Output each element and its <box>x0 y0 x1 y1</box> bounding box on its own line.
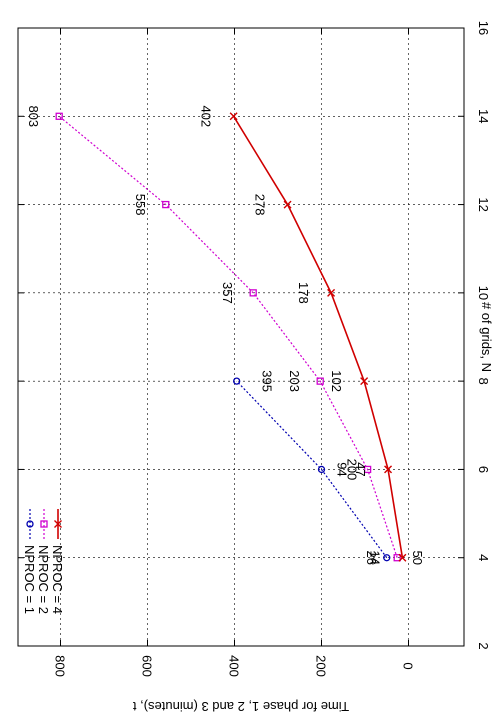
x-tick-label: 10 <box>476 286 491 300</box>
legend-label: NPROC = 2 <box>36 545 51 614</box>
data-labels: 50 200 395 26 94 203 357 558 803 14 47 102 178 278 402 <box>26 105 425 565</box>
x-marker <box>283 200 292 209</box>
series-1 <box>233 377 391 562</box>
legend-item: NPROC = 1 <box>22 509 37 614</box>
y-tick-label: 600 <box>140 655 155 677</box>
data-label: 803 <box>26 105 41 127</box>
square-marker <box>162 200 170 209</box>
series-line <box>232 115 404 558</box>
data-label: 200 <box>345 459 360 481</box>
data-label: 14 <box>367 550 382 564</box>
square-marker <box>55 112 63 120</box>
circle-marker <box>317 465 326 474</box>
data-label: 178 <box>296 282 311 304</box>
series-line <box>236 380 388 559</box>
x-marker <box>54 520 62 528</box>
x-tick-label: 12 <box>476 197 491 211</box>
x-tick-label: 6 <box>476 466 491 473</box>
data-label: 402 <box>199 105 214 127</box>
x-marker <box>229 112 238 121</box>
square-marker <box>316 377 324 385</box>
data-label: 26 <box>364 550 379 564</box>
data-label: 278 <box>253 194 268 216</box>
x-tick-label: 4 <box>476 554 491 561</box>
series-line <box>58 115 398 558</box>
x-marker <box>360 377 369 386</box>
x-tick-label: 2 <box>476 642 491 649</box>
legend-item: NPROC = 4 <box>50 509 65 614</box>
plot-frame <box>17 27 465 647</box>
data-label: 102 <box>329 370 344 392</box>
legend-item: NPROC = 2 <box>36 509 51 614</box>
circle-marker <box>383 554 391 562</box>
y-tick-label: 200 <box>314 655 329 677</box>
data-label: 357 <box>220 282 235 304</box>
series-2 <box>55 112 401 562</box>
y-tick-label: 800 <box>53 655 68 677</box>
square-marker <box>393 554 401 562</box>
data-label: 558 <box>133 194 148 216</box>
x-tick-label: 8 <box>476 378 491 385</box>
data-label: 50 <box>410 550 425 564</box>
data-label: 395 <box>260 370 275 392</box>
series-3 <box>229 112 407 562</box>
x-marker <box>327 288 336 297</box>
data-label: 47 <box>353 462 368 476</box>
y-tick-label: 0 <box>401 662 416 669</box>
x-tick-label: 14 <box>476 109 491 123</box>
series-group <box>55 112 407 562</box>
square-marker <box>40 520 48 528</box>
grid-lines <box>18 28 464 646</box>
x-tick-label: 16 <box>476 21 491 35</box>
legend-label: NPROC = 1 <box>22 545 37 614</box>
axis-ticks: 2 4 6 8 10 12 14 16 0 200 400 600 800 <box>18 21 491 677</box>
data-label: 94 <box>335 462 350 476</box>
square-marker <box>249 289 257 297</box>
y-tick-label: 400 <box>227 655 242 677</box>
x-marker <box>384 465 393 474</box>
circle-marker <box>233 377 241 385</box>
legend-label: NPROC = 4 <box>50 545 65 614</box>
data-label: 203 <box>287 370 302 392</box>
square-marker <box>363 465 372 474</box>
x-marker <box>398 553 407 562</box>
x-axis-title: # of grids, N <box>479 302 494 372</box>
circle-marker <box>26 520 34 528</box>
y-axis-title: Time for phase 1, 2 and 3 (minutes), t <box>132 699 349 714</box>
